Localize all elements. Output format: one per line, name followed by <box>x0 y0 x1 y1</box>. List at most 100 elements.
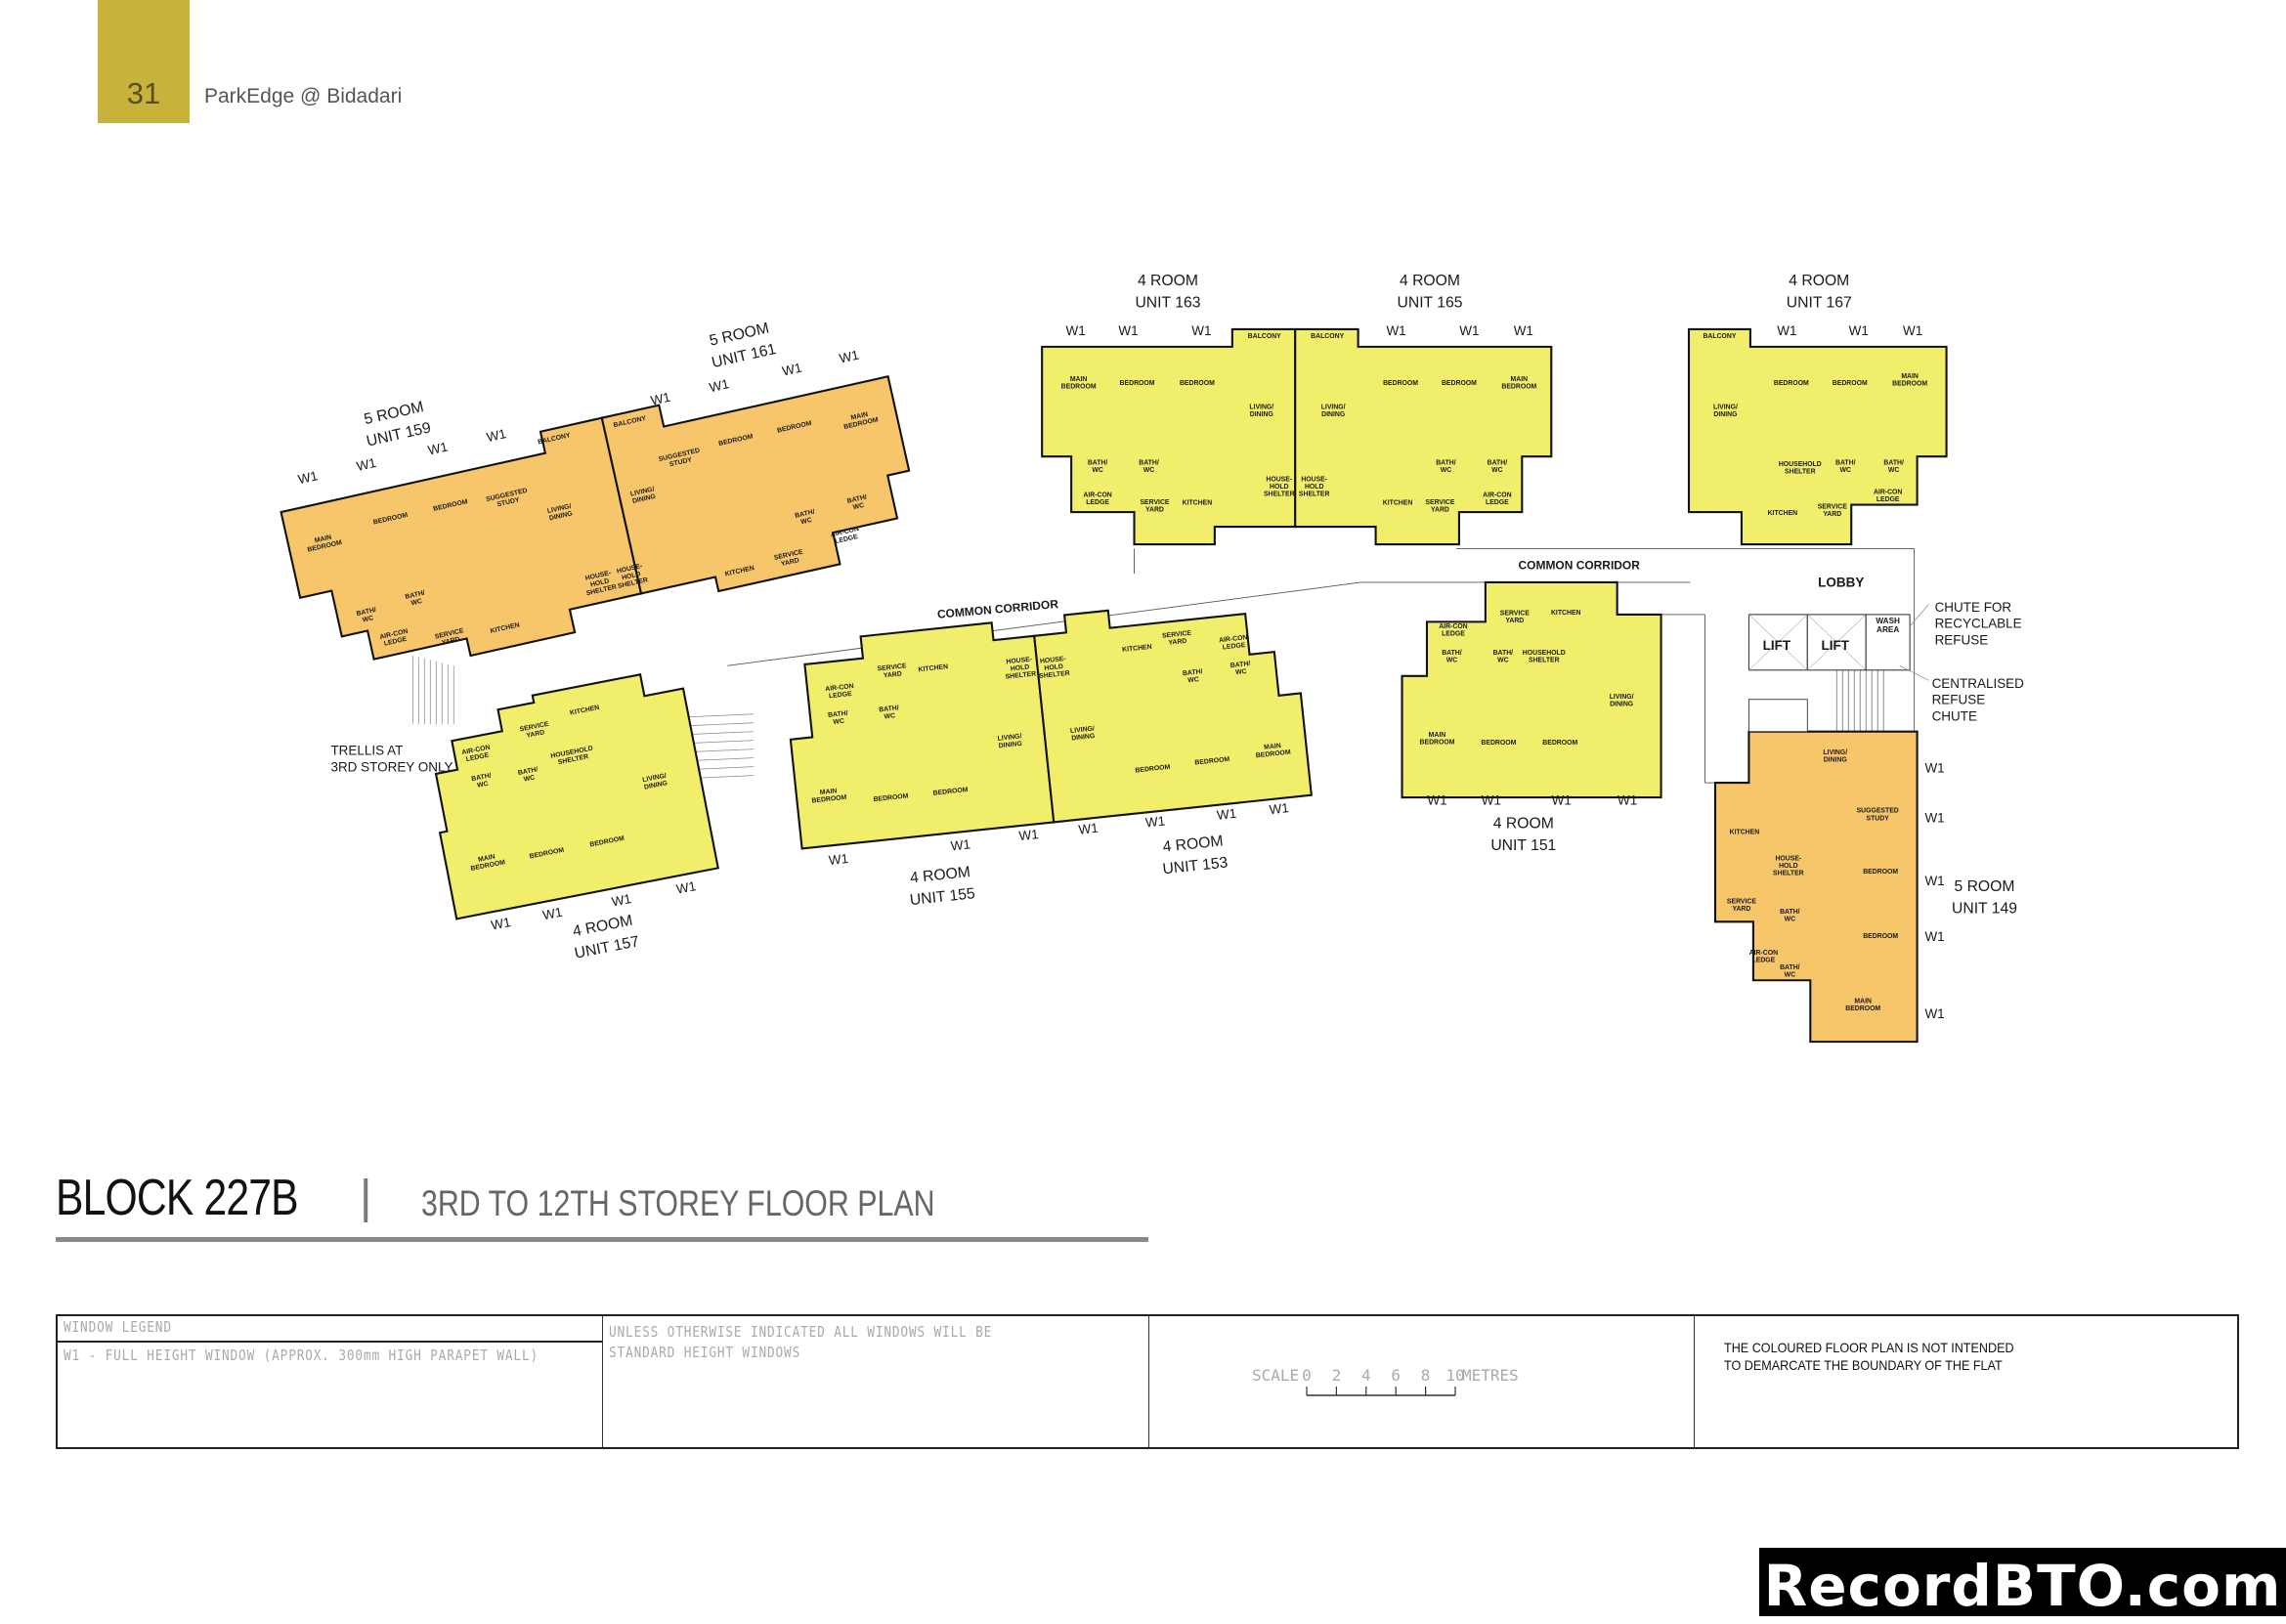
window-label-w1: W1 <box>611 891 633 910</box>
room-label: BEDROOM <box>1120 380 1155 387</box>
room-label: BEDROOM <box>1135 764 1171 775</box>
wash-area <box>1865 614 1911 671</box>
unit-outline <box>1401 580 1662 799</box>
unit-outline <box>1033 609 1313 824</box>
staircase-step <box>687 757 755 762</box>
room-label: BATH/WC <box>1780 909 1800 923</box>
room-label: LIVING/DINING <box>1823 749 1847 764</box>
room-label: BATH/WC <box>1139 459 1159 474</box>
room-label: BATH/WC <box>1780 964 1800 979</box>
scale-tick-label: 0 <box>1302 1366 1312 1385</box>
standard-windows-cell: UNLESS OTHERWISE INDICATED ALL WINDOWS W… <box>603 1316 1149 1447</box>
room-label: SERVICEYARD <box>877 662 908 680</box>
staircase-step <box>687 748 755 753</box>
window-label-w1: W1 <box>1066 323 1086 338</box>
room-label: AIR-CONLEDGE <box>461 745 493 764</box>
scale-tick-label: 2 <box>1332 1366 1342 1385</box>
window-label-w1: W1 <box>490 915 512 933</box>
unit-type-label: 5 ROOM <box>1954 878 2014 895</box>
room-label: LIVING/DINING <box>997 733 1022 749</box>
unit-type-label: 4 ROOM <box>1493 816 1554 833</box>
common-corridor-label: COMMON CORRIDOR <box>936 597 1058 621</box>
room-label: BATH/WC <box>356 607 378 625</box>
window-legend-cell: WINDOW LEGEND W1 - FULL HEIGHT WINDOW (A… <box>58 1316 603 1447</box>
window-label-w1: W1 <box>828 851 849 868</box>
standard-note-line2: STANDARD HEIGHT WINDOWS <box>609 1344 801 1361</box>
lift-cross <box>1748 614 1808 671</box>
room-label: KITCHEN <box>1383 500 1413 507</box>
room-label: AIR-CONLEDGE <box>1219 634 1249 652</box>
room-label: SERVICEYARD <box>519 721 551 741</box>
staircase-step <box>687 731 755 736</box>
room-label: BEDROOM <box>1383 380 1418 387</box>
unit-159-plan: MAINBEDROOMBEDROOMBEDROOMSUGGESTEDSTUDYL… <box>280 399 643 661</box>
room-label: BEDROOM <box>1863 933 1898 940</box>
room-label: BATH/WC <box>1183 668 1204 685</box>
room-label: BATH/WC <box>1230 661 1252 677</box>
room-label: BALCONY <box>1703 333 1736 340</box>
room-label: BEDROOM <box>932 787 969 797</box>
disclaimer-line2: TO DEMARCATE THE BOUNDARY OF THE FLAT <box>1724 1357 2003 1373</box>
block-title: BLOCK 227B <box>56 1170 299 1226</box>
room-label: BATH/WC <box>471 772 494 790</box>
scale-tick-label: 10 <box>1445 1366 1464 1385</box>
disclaimer-line1: THE COLOURED FLOOR PLAN IS NOT INTENDED <box>1724 1340 2014 1355</box>
window-label-w1: W1 <box>781 361 803 379</box>
room-label: BATH/WC <box>1442 650 1462 664</box>
window-label-w1: W1 <box>1018 827 1040 843</box>
unit-155-plan: MAINBEDROOM BEDROOM BEDROOM LIVING/DINING AI… <box>789 621 1056 909</box>
project-title: ParkEdge @ Bidadari <box>204 85 403 107</box>
lift-label: LIFT <box>1763 638 1791 653</box>
room-label: AIR-CONLEDGE <box>825 683 855 701</box>
disclaimer-cell: THE COLOURED FLOOR PLAN IS NOT INTENDED … <box>1695 1316 2239 1447</box>
corridor-wall-line <box>727 581 1361 666</box>
unit-outline <box>1294 327 1553 546</box>
room-label: LIVING/DINING <box>1249 404 1273 418</box>
window-label-w1: W1 <box>1427 793 1446 808</box>
window-label-w1: W1 <box>1386 323 1405 338</box>
window-legend-title: WINDOW LEGEND <box>64 1318 172 1336</box>
window-label-w1: W1 <box>1191 323 1211 338</box>
window-label-w1: W1 <box>675 878 698 897</box>
unit-type-label: 4 ROOM <box>1789 273 1849 289</box>
lift-label: LIFT <box>1822 638 1850 653</box>
room-label: BATH/WC <box>1883 459 1904 474</box>
common-corridor-label: COMMON CORRIDOR <box>1519 558 1641 572</box>
window-label-w1: W1 <box>708 376 730 395</box>
window-label-w1: W1 <box>1849 323 1869 338</box>
room-label: BEDROOM <box>873 792 909 803</box>
watermark-logo: RecordBTO.com <box>1759 1548 2286 1619</box>
staircase-step <box>687 740 755 745</box>
window-label-w1: W1 <box>1459 323 1479 338</box>
room-label: BEDROOM <box>1863 869 1898 876</box>
window-label-w1: W1 <box>1903 323 1922 338</box>
window-label-w1: W1 <box>838 347 860 365</box>
window-label-w1: W1 <box>426 440 449 458</box>
room-label: BATH/WC <box>1835 459 1856 474</box>
legend-divider <box>58 1341 602 1343</box>
window-label-w1: W1 <box>1216 806 1237 823</box>
floor-plan-subtitle: 3RD TO 12TH STOREY FLOOR PLAN <box>421 1183 935 1223</box>
window-label-w1: W1 <box>541 905 564 923</box>
room-label: MAINBEDROOM <box>810 787 847 804</box>
room-label: KITCHEN <box>1768 510 1798 517</box>
room-label: LIVING/DINING <box>642 773 669 791</box>
room-label: KITCHEN <box>1551 610 1581 617</box>
room-label: BALCONY <box>1311 333 1344 340</box>
room-label: BEDROOM <box>1542 740 1577 747</box>
staircase-step <box>687 713 755 718</box>
window-label-w1: W1 <box>296 468 319 487</box>
